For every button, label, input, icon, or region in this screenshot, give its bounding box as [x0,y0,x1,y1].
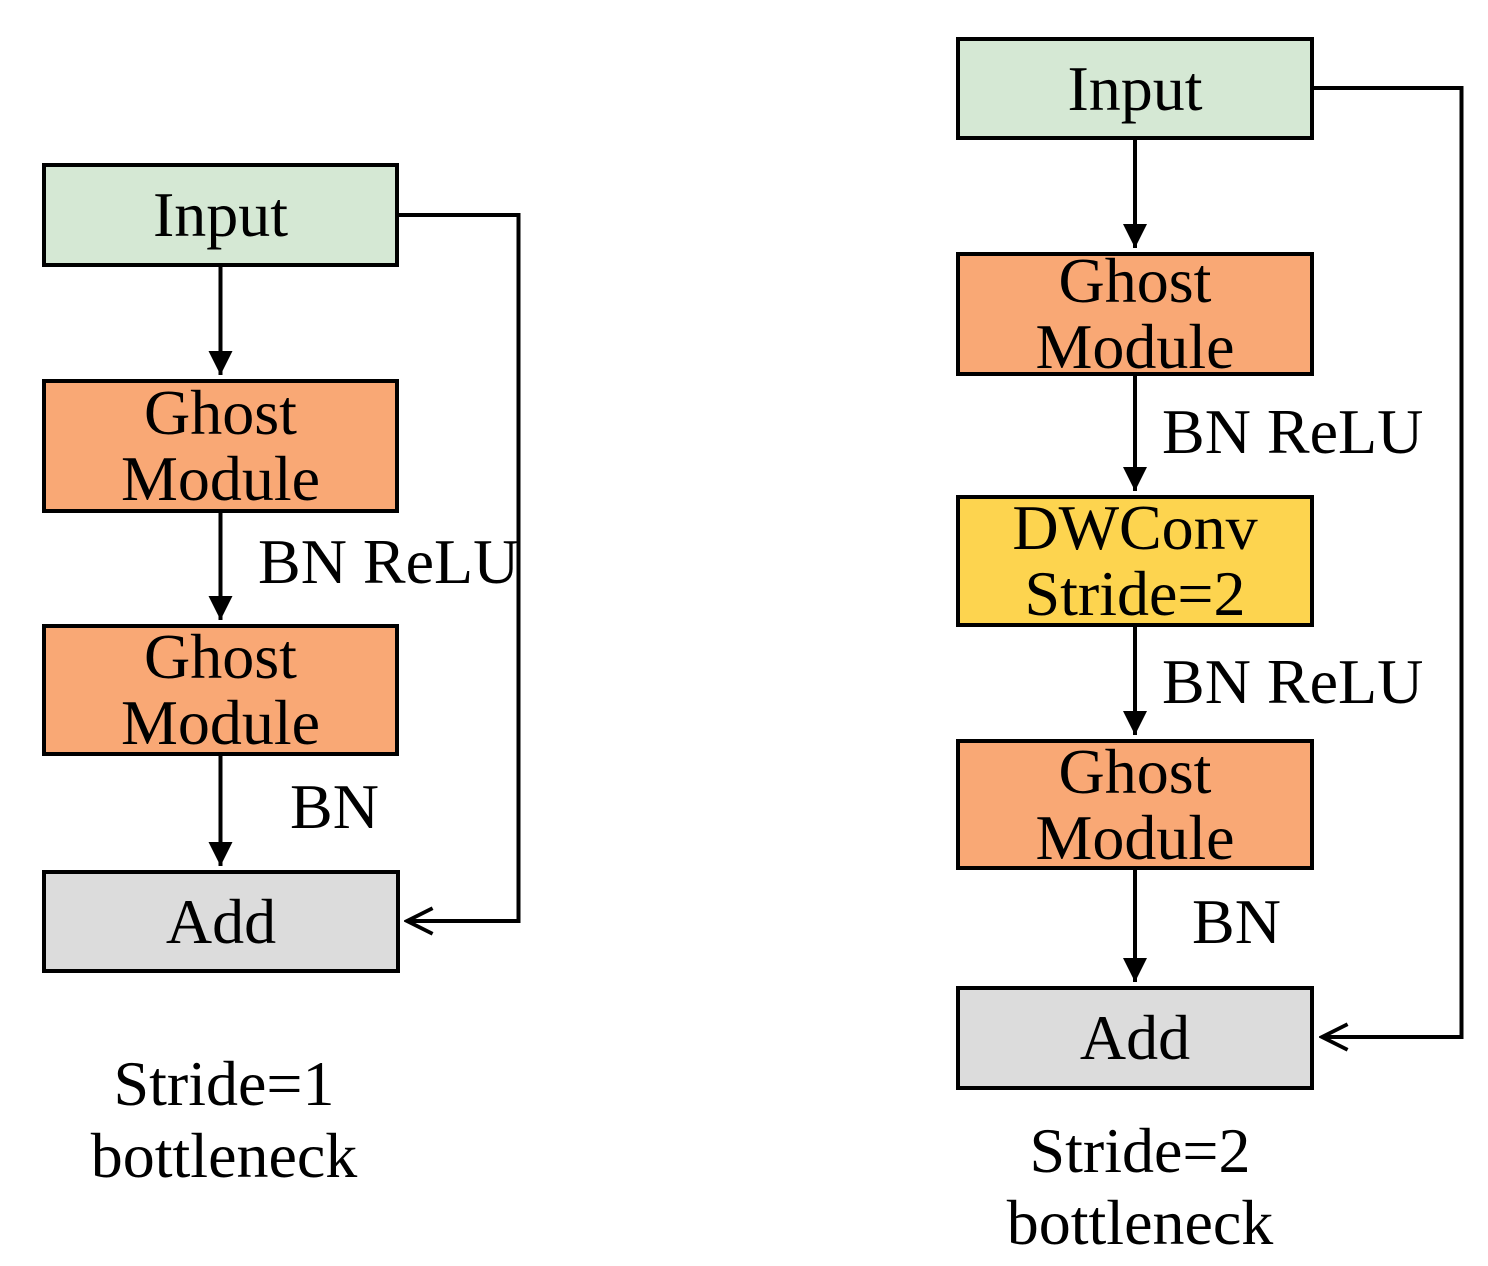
left-input-node: Input [42,163,399,267]
right-bn-label: BN [1192,886,1281,957]
right-ghost-module-2-node: Ghost Module [956,738,1314,870]
right-input-node: Input [956,37,1314,140]
left-add-node: Add [42,870,400,973]
right-diagram-caption: Stride=2 bottleneck [1006,1115,1274,1258]
left-ghost-module-2-node: Ghost Module [42,624,399,756]
left-bn-relu-label: BN ReLU [258,526,520,597]
right-ghost-module-1-node: Ghost Module [956,248,1314,379]
left-bn-label: BN [290,771,379,842]
left-diagram-caption: Stride=1 bottleneck [90,1048,358,1191]
left-ghost-module-1-node: Ghost Module [42,379,399,513]
right-skip-connection [1314,86,1464,1037]
right-bn-relu-label-2: BN ReLU [1162,646,1424,717]
right-bn-relu-label-1: BN ReLU [1162,396,1424,467]
right-add-node: Add [956,986,1314,1090]
right-dwconv-stride2-node: DWConv Stride=2 [956,495,1314,627]
